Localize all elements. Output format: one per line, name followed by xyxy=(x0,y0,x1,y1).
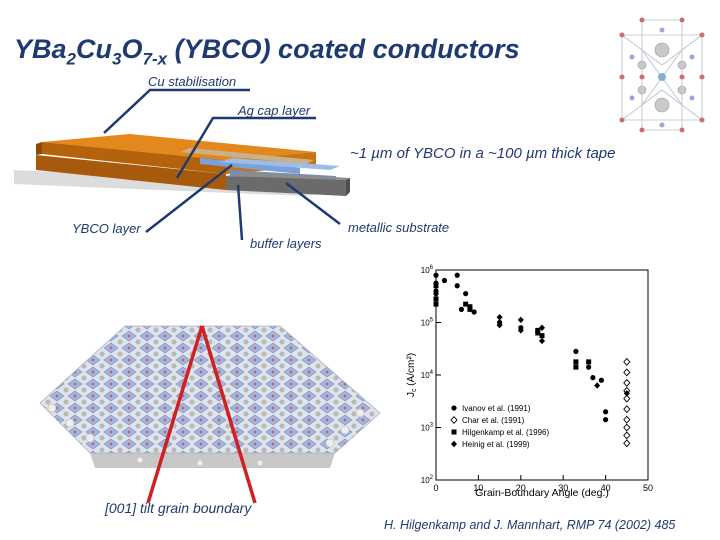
legend-marker xyxy=(451,440,457,448)
data-point xyxy=(586,364,592,370)
cu-stab-leader xyxy=(103,88,250,134)
boundary-line-right xyxy=(200,325,257,504)
data-point xyxy=(517,327,524,334)
data-point xyxy=(623,378,631,387)
data-point xyxy=(496,313,503,321)
buffer-leader xyxy=(236,184,244,241)
citation: H. Hilgenkamp and J. Mannhart, RMP 74 (2… xyxy=(384,518,676,532)
grain-boundary-lattice xyxy=(39,325,381,504)
data-point xyxy=(623,357,631,366)
thickness-label: ~1 µm of YBCO in a ~100 µm thick tape xyxy=(350,145,616,162)
ag-cap-layer-label: Ag cap layer xyxy=(238,103,311,118)
legend-marker xyxy=(451,429,457,435)
x-tick-label: 20 xyxy=(516,483,526,493)
y-axis-label: Jc (A/cm²) xyxy=(406,353,418,397)
data-point xyxy=(623,390,630,397)
data-point xyxy=(590,375,596,381)
y-tick-label: 106 xyxy=(421,265,434,275)
legend-entry: Ivanov et al. (1991) xyxy=(462,404,531,413)
cu-stabilisation-label: Cu stabilisation xyxy=(148,74,237,89)
data-point xyxy=(454,272,460,278)
data-point xyxy=(458,306,465,312)
y-tick-label: 102 xyxy=(421,475,434,485)
data-point xyxy=(433,283,439,289)
legend-entry: Heinig et al. (1999) xyxy=(462,440,530,449)
data-point xyxy=(573,348,579,354)
legend-entry: Char et al. (1991) xyxy=(462,416,525,425)
ag-cap-leader xyxy=(175,116,316,179)
data-point xyxy=(539,324,545,332)
data-point xyxy=(598,377,604,383)
data-point xyxy=(623,368,631,377)
x-axis-label: Grain-Boundary Angle (deg.) xyxy=(475,487,609,499)
data-point xyxy=(586,359,592,365)
tape-illustration xyxy=(14,134,350,196)
boundary-line-left xyxy=(146,325,204,504)
data-point xyxy=(433,301,439,307)
data-point xyxy=(441,277,448,284)
data-point xyxy=(433,291,439,297)
legend-entry: Hilgenkamp et al. (1996) xyxy=(462,428,549,437)
jc-vs-angle-chart: Grain-Boundary Angle (deg.) Jc (A/cm²) 0… xyxy=(406,265,653,499)
data-point xyxy=(433,296,439,302)
data-point xyxy=(539,333,545,339)
data-point xyxy=(594,382,601,389)
x-tick-label: 40 xyxy=(601,483,611,493)
data-point xyxy=(623,439,631,448)
data-point xyxy=(471,309,477,315)
page-title: YBa2Cu3O7-x (YBCO) coated conductors xyxy=(14,34,520,69)
data-point xyxy=(517,316,524,324)
x-tick-label: 50 xyxy=(643,483,653,493)
ybco-layer-label: YBCO layer xyxy=(72,221,141,236)
data-point xyxy=(573,364,579,370)
x-tick-label: 10 xyxy=(473,483,483,493)
crystal-structure-image xyxy=(619,17,705,133)
buffer-layers-label: buffer layers xyxy=(250,236,322,251)
data-point xyxy=(535,327,541,333)
data-point xyxy=(603,417,609,423)
data-point xyxy=(603,409,609,415)
legend-marker xyxy=(450,416,458,424)
y-tick-label: 103 xyxy=(421,423,434,433)
data-point xyxy=(454,283,460,289)
data-point xyxy=(623,415,631,424)
data-point xyxy=(433,272,439,278)
data-point xyxy=(623,405,631,414)
data-point xyxy=(463,291,469,297)
legend-marker xyxy=(451,405,457,411)
data-point xyxy=(623,423,631,432)
metallic-substrate-label: metallic substrate xyxy=(348,220,450,235)
data-point xyxy=(496,321,503,329)
data-point xyxy=(623,431,631,440)
data-point xyxy=(535,330,541,336)
ybco-layer-leader xyxy=(145,164,233,233)
data-point xyxy=(539,337,545,345)
substrate-leader xyxy=(285,182,341,225)
data-point xyxy=(623,394,631,403)
y-tick-label: 104 xyxy=(421,370,434,380)
x-tick-label: 0 xyxy=(433,483,438,493)
y-tick-label: 105 xyxy=(421,318,434,328)
data-point xyxy=(463,301,469,307)
data-point xyxy=(467,306,473,312)
data-point xyxy=(573,359,579,365)
grain-boundary-label: [001] tilt grain boundary xyxy=(105,500,252,516)
x-tick-label: 30 xyxy=(558,483,568,493)
data-point xyxy=(467,304,473,310)
